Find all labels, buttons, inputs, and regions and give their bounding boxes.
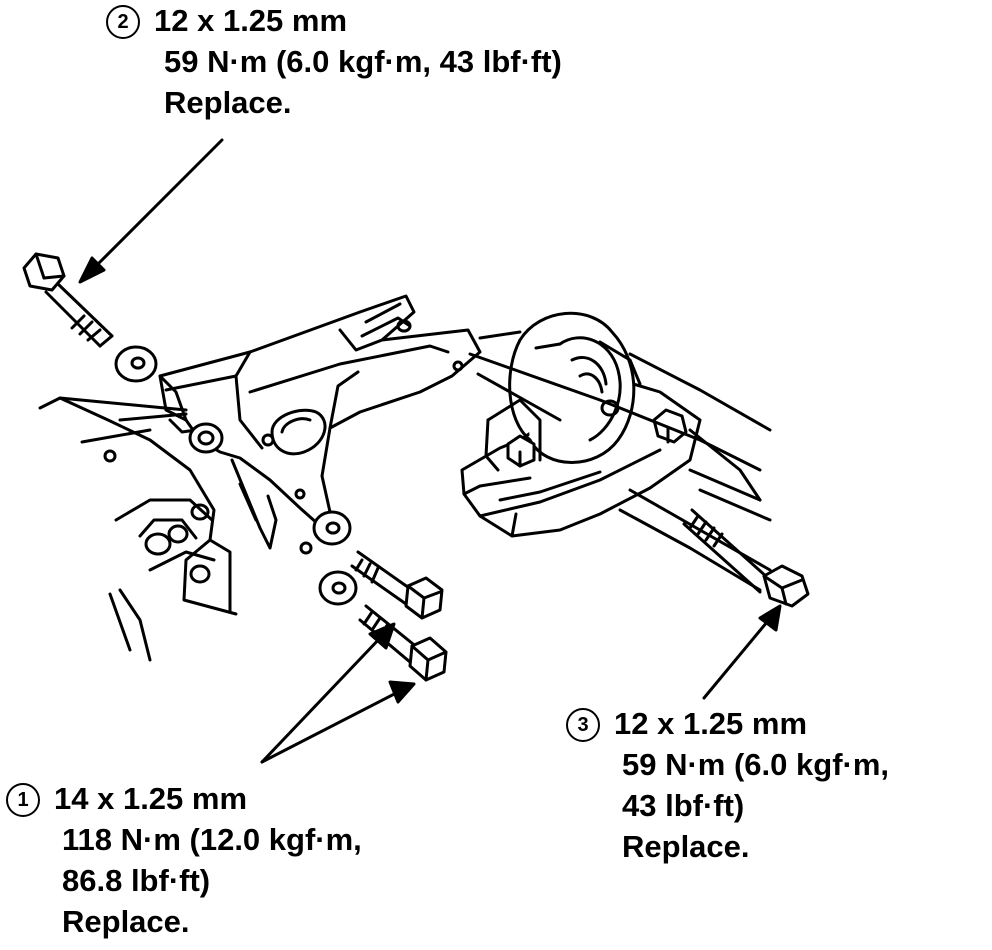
bolt-hole-mark-2 (294, 488, 306, 500)
bolt-2 (22, 252, 114, 348)
leader-arrow-1b (260, 680, 416, 764)
callout-1-torque-a: 118 N·m (12.0 kgf·m, (62, 822, 362, 857)
washer-1a (312, 510, 352, 546)
frame-left (38, 396, 278, 662)
leader-arrow-2 (78, 138, 224, 284)
callout-3-torque-a: 59 N·m (6.0 kgf·m, (622, 747, 890, 782)
callout-2-note: Replace. (164, 85, 292, 120)
callout-1-line-1: 1 14 x 1.25 mm (6, 778, 362, 819)
leader-arrow-3 (702, 604, 782, 700)
callout-2: 2 12 x 1.25 mm 59 N·m (6.0 kgf·m, 43 lbf·… (106, 0, 562, 123)
callout-3-torque-b: 43 lbf·ft) (622, 788, 745, 823)
callout-3-line-1: 3 12 x 1.25 mm (566, 703, 889, 744)
leader-arrow-1a (260, 622, 396, 764)
callout-3-note: Replace. (622, 829, 750, 864)
callout-1-number: 1 (6, 783, 40, 817)
bolt-1-upper (350, 550, 444, 620)
callout-1-torque-b: 86.8 lbf·ft) (62, 863, 211, 898)
bolt-hole-mark (299, 541, 313, 555)
callout-2-number: 2 (106, 5, 140, 39)
washer-1b (318, 570, 358, 606)
washer-2 (114, 345, 158, 383)
mount-bracket (158, 294, 482, 526)
bolt-1-lower (358, 604, 448, 682)
callout-3-number: 3 (566, 708, 600, 742)
callout-3: 3 12 x 1.25 mm 59 N·m (6.0 kgf·m, 43 lbf·… (566, 703, 889, 867)
callout-2-torque: 59 N·m (6.0 kgf·m, 43 lbf·ft) (164, 44, 562, 79)
engine-mount (460, 311, 772, 592)
callout-1-note: Replace. (62, 904, 190, 939)
callout-2-size: 12 x 1.25 mm (154, 3, 348, 38)
callout-3-size: 12 x 1.25 mm (614, 706, 808, 741)
bolt-3 (682, 508, 810, 608)
callout-1-size: 14 x 1.25 mm (54, 781, 248, 816)
callout-1: 1 14 x 1.25 mm 118 N·m (12.0 kgf·m, 86.8 … (6, 778, 362, 942)
callout-2-line-1: 2 12 x 1.25 mm (106, 0, 562, 41)
